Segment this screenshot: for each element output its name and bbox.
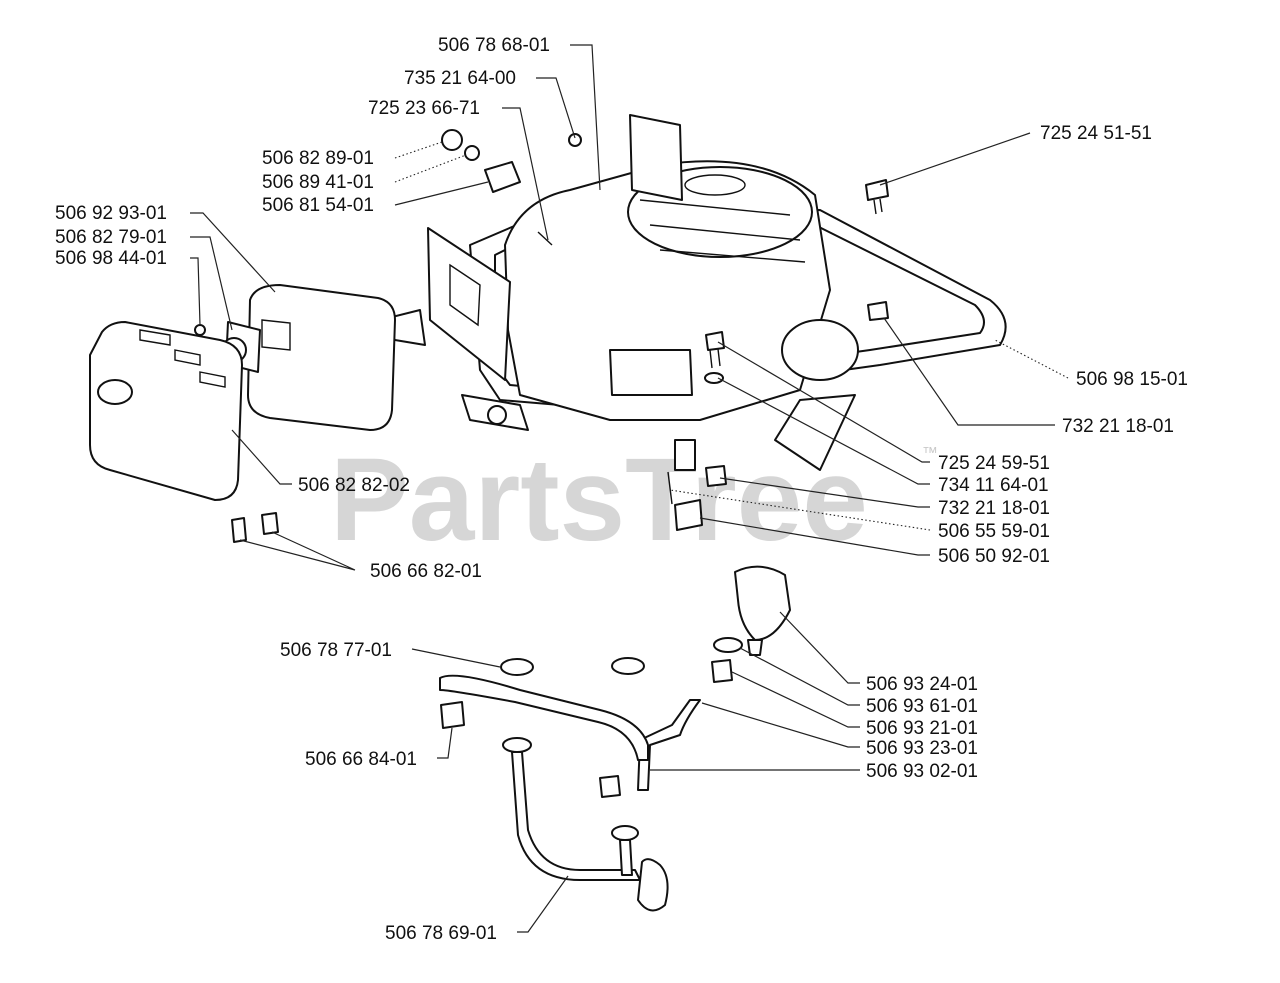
callout-725-24-51-51: 725 24 51-51	[1040, 123, 1152, 144]
callout-734-11-64-01: 734 11 64-01	[938, 475, 1049, 496]
callout-732-21-18-01-a: 732 21 18-01	[1062, 416, 1174, 437]
callout-506-93-61-01: 506 93 61-01	[866, 696, 978, 717]
callout-506-81-54-01: 506 81 54-01	[262, 195, 374, 216]
leader-lines	[190, 44, 1069, 933]
fuel-system	[439, 565, 791, 912]
callout-732-21-18-01-b: 732 21 18-01	[938, 498, 1050, 519]
callout-506-92-93-01: 506 92 93-01	[55, 203, 167, 224]
callout-506-93-24-01: 506 93 24-01	[866, 674, 978, 695]
callout-506-82-79-01: 506 82 79-01	[55, 227, 167, 248]
callout-506-78-69-01: 506 78 69-01	[385, 923, 497, 944]
callout-506-93-21-01: 506 93 21-01	[866, 718, 978, 739]
callout-506-98-44-01: 506 98 44-01	[55, 248, 167, 269]
callout-735-21-64-00: 735 21 64-00	[404, 68, 516, 89]
callout-506-55-59-01: 506 55 59-01	[938, 521, 1050, 542]
callout-506-66-82-01: 506 66 82-01	[370, 561, 482, 582]
callout-labels: 506 78 68-01 735 21 64-00 725 23 66-71 7…	[55, 35, 1188, 944]
callout-506-78-68-01: 506 78 68-01	[438, 35, 550, 56]
callout-506-82-82-02: 506 82 82-02	[298, 475, 410, 496]
callout-725-23-66-71: 725 23 66-71	[368, 98, 480, 119]
callout-506-78-77-01: 506 78 77-01	[280, 640, 392, 661]
callout-506-89-41-01: 506 89 41-01	[262, 172, 374, 193]
watermark: PartsTree	[330, 434, 868, 566]
watermark-trademark: ™	[922, 445, 938, 462]
callout-506-98-15-01: 506 98 15-01	[1076, 369, 1188, 390]
hardware-parts	[441, 129, 889, 531]
callout-506-66-84-01: 506 66 84-01	[305, 749, 417, 770]
callout-506-50-92-01: 506 50 92-01	[938, 546, 1050, 567]
engine-assembly	[379, 114, 1007, 471]
callout-506-82-89-01: 506 82 89-01	[262, 148, 374, 169]
callout-506-93-23-01: 506 93 23-01	[866, 738, 978, 759]
callout-725-24-59-51: 725 24 59-51	[938, 453, 1050, 474]
callout-506-93-02-01: 506 93 02-01	[866, 761, 978, 782]
muffler-guard	[89, 321, 279, 543]
